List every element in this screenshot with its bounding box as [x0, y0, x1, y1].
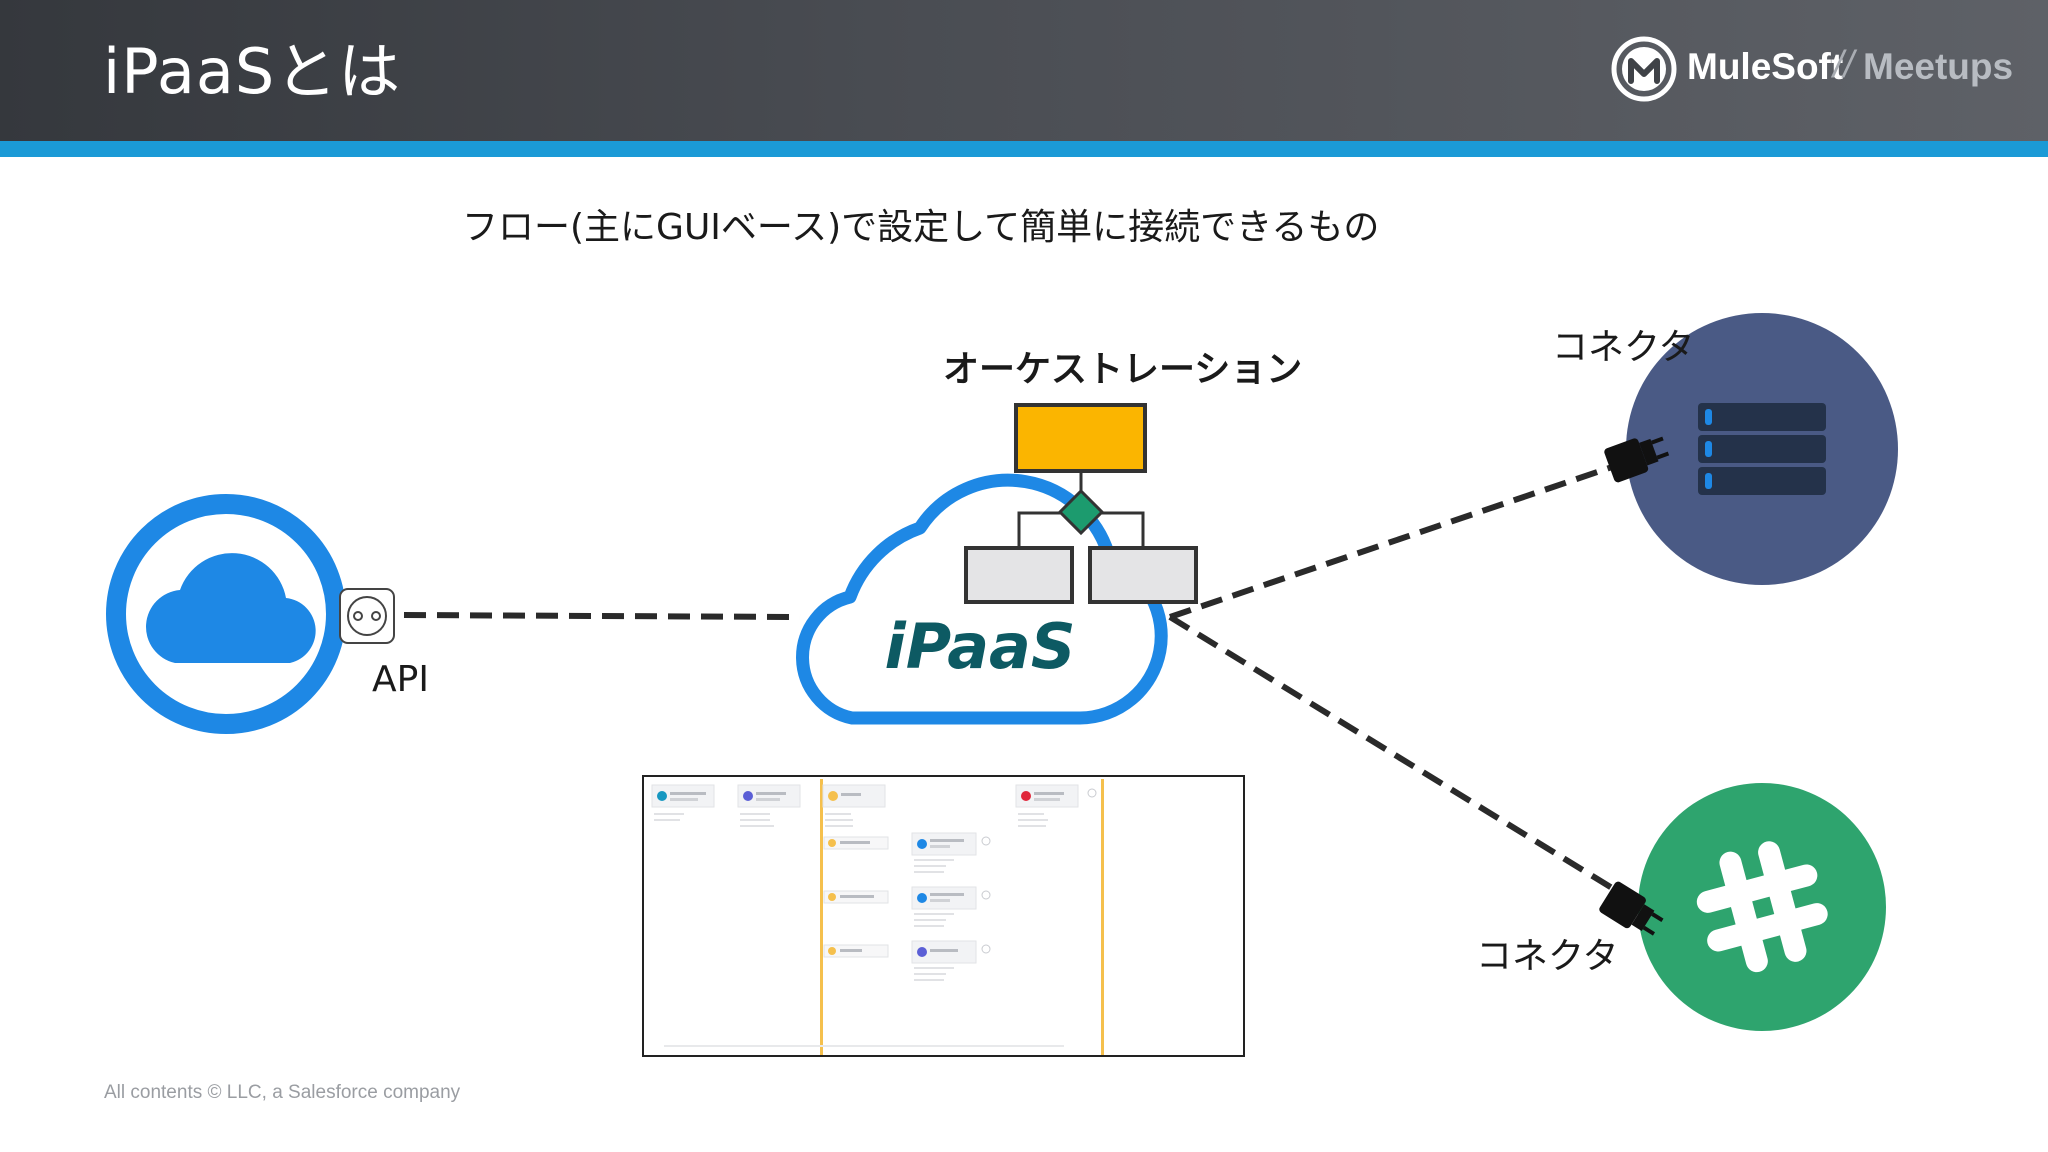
server-service — [1626, 313, 1898, 585]
connector-line-bottom — [1168, 614, 1614, 891]
header-accent-stripe — [0, 141, 2048, 157]
slack-service — [1638, 783, 1886, 1031]
page-title: iPaaSとは — [103, 35, 402, 108]
slide-subtitle: フロー(主にGUIベース)で設定して簡単に接続できるもの — [462, 207, 1380, 248]
api-label: API — [372, 659, 429, 700]
orchestration-label: オーケストレーション — [943, 349, 1303, 390]
flow-designer-image — [644, 777, 1243, 1055]
brand-separator: // — [1833, 44, 1855, 86]
mulesoft-logo-icon — [1611, 36, 1677, 102]
socket-icon — [339, 588, 395, 644]
plug-icon-top — [1604, 436, 1670, 483]
copyright-footer: All contents © LLC, a Salesforce company — [104, 1082, 461, 1103]
server-icon — [1698, 403, 1826, 495]
api-connection-line — [403, 612, 801, 620]
mulesoft-meetups-logo: MuleSoft // Meetups — [1611, 34, 2014, 106]
flowchart-icon — [964, 403, 1198, 604]
brand-name: MuleSoft — [1687, 46, 1844, 87]
header-bar — [0, 0, 2048, 141]
flow-designer-screenshot — [642, 775, 1245, 1057]
connector-label-top: コネクタ — [1552, 327, 1695, 368]
connector-label-bottom: コネクタ — [1476, 936, 1619, 977]
brand-subtitle: Meetups — [1863, 46, 2014, 87]
connector-line-top — [1169, 464, 1613, 620]
ipaas-label: iPaaS — [884, 610, 1075, 683]
cloud-icon — [146, 553, 316, 663]
slack-icon — [1696, 841, 1828, 973]
plug-icon-bottom — [1599, 881, 1664, 936]
cloud-service-icon — [106, 494, 346, 734]
